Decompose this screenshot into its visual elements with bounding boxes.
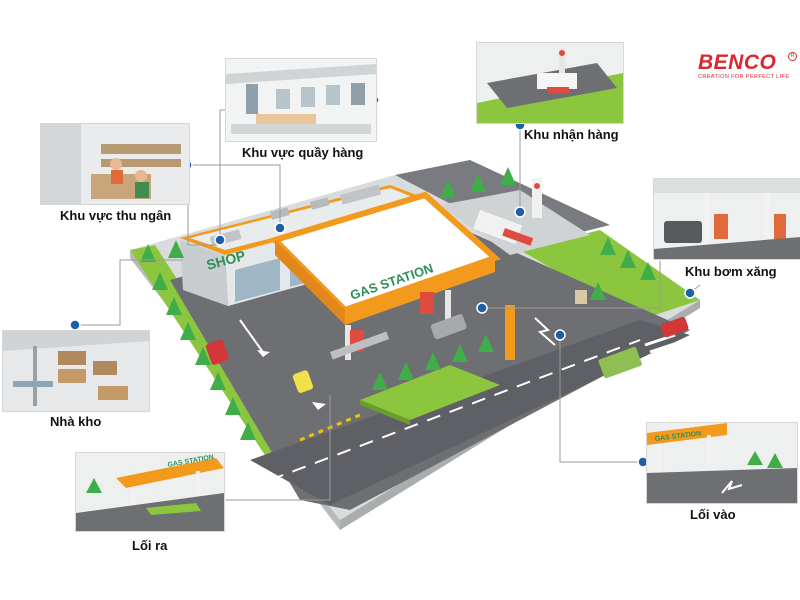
exit-drawing: GAS STATION xyxy=(76,453,224,531)
grass-right xyxy=(520,230,700,320)
cashier-area-image xyxy=(40,123,190,205)
display-area-image xyxy=(225,58,377,142)
exit-image: GAS STATION xyxy=(75,452,225,532)
road-front xyxy=(250,320,690,505)
receiving-area-drawing xyxy=(477,43,623,123)
leader-exit xyxy=(220,395,331,501)
price-sign xyxy=(532,178,542,218)
dot-pump xyxy=(476,302,488,314)
cashier-area-drawing xyxy=(41,124,189,204)
label-receiving-area: Khu nhận hàng xyxy=(524,127,619,142)
island-front-edge xyxy=(360,400,410,425)
label-display-area: Khu vực quầy hàng xyxy=(242,145,364,160)
leader-display xyxy=(188,164,281,228)
leader-warehouse xyxy=(75,259,183,326)
canopy-left xyxy=(275,240,345,325)
dot-pump-right xyxy=(684,287,696,299)
roadside-board xyxy=(575,290,587,304)
display-area-drawing xyxy=(226,59,376,141)
label-cashier-area: Khu vực thu ngân xyxy=(60,208,172,223)
warehouse-image xyxy=(2,330,150,412)
arrow-3 xyxy=(534,317,556,346)
car-yellow xyxy=(292,370,314,393)
label-warehouse: Nhà kho xyxy=(50,414,102,429)
leader-entrance xyxy=(559,335,643,463)
car-grey-pump xyxy=(430,314,467,340)
label-entrance: Lối vào xyxy=(690,507,736,522)
dot-receiving-lot xyxy=(514,206,526,218)
entrance-image: GAS STATION xyxy=(646,422,798,504)
car-red-left xyxy=(205,339,229,365)
dot-warehouse xyxy=(69,319,81,331)
warehouse-drawing xyxy=(3,331,149,411)
benco-logo: BENCO CREATION FOR PERFECT LIFE R xyxy=(698,51,797,82)
registered-mark-icon: R xyxy=(788,52,797,61)
entrance-drawing: GAS STATION xyxy=(647,423,797,503)
shop-roof-top xyxy=(190,188,420,250)
label-pump-area: Khu bơm xăng xyxy=(685,264,777,279)
pump-2 xyxy=(420,292,434,314)
truck-green xyxy=(598,346,642,379)
trees xyxy=(140,167,656,440)
logo-name: BENCO xyxy=(698,51,777,74)
crosswalk xyxy=(644,333,691,368)
canopy-front xyxy=(345,258,495,325)
shop-wall-left xyxy=(180,240,228,306)
lane-mark-1 xyxy=(269,339,641,481)
island-sign xyxy=(505,305,515,360)
car-red-right xyxy=(660,316,689,338)
lane-mark-2 xyxy=(239,319,266,356)
arrow-2 xyxy=(312,402,326,410)
receiving-area-image xyxy=(476,42,624,124)
dot-shop xyxy=(214,234,226,246)
label-exit: Lối ra xyxy=(132,538,168,553)
island-front xyxy=(360,365,500,420)
receiving-lot xyxy=(440,190,590,255)
logo-tagline: CREATION FOR PERFECT LIFE xyxy=(698,74,790,80)
pump-area-drawing xyxy=(654,179,800,259)
leader-pump xyxy=(482,255,661,309)
dot-entrance-map xyxy=(554,329,566,341)
arrow-1 xyxy=(257,350,270,357)
dot-display xyxy=(274,222,286,234)
pump-area-image xyxy=(653,178,800,260)
pump-island xyxy=(330,331,390,360)
